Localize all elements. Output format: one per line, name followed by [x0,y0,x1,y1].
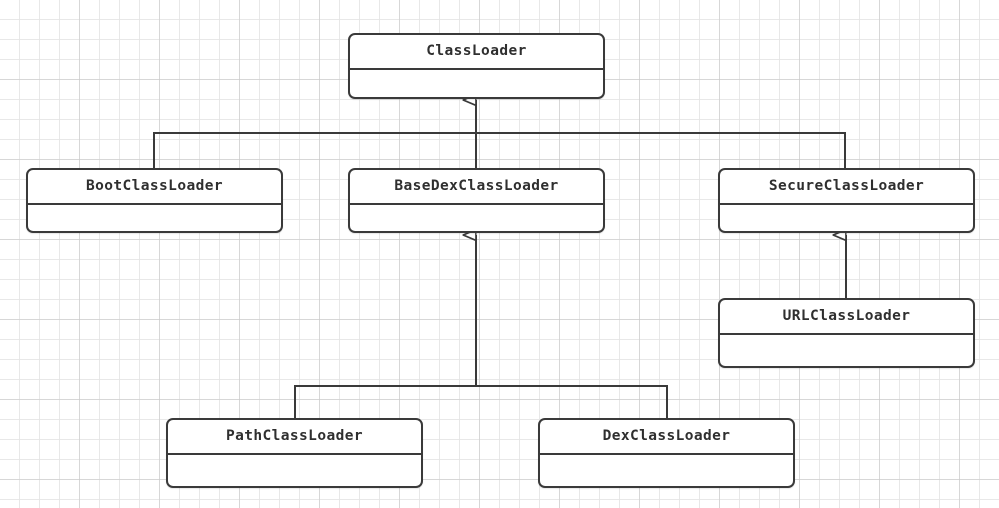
class-box-basedexclassloader[interactable]: BaseDexClassLoader [348,168,605,233]
class-box-bootclassloader[interactable]: BootClassLoader [26,168,283,233]
edge-pathclassloader-to-basedexclassloader [294,385,476,418]
class-members-urlclassloader [720,335,973,366]
edge-bootclassloader-to-classloader [153,132,476,168]
class-title-dexclassloader: DexClassLoader [540,420,793,455]
class-title-basedexclassloader: BaseDexClassLoader [350,170,603,205]
class-title-secureclassloader: SecureClassLoader [720,170,973,205]
class-title-classloader: ClassLoader [350,35,603,70]
class-members-classloader [350,70,603,97]
class-box-secureclassloader[interactable]: SecureClassLoader [718,168,975,233]
class-title-pathclassloader: PathClassLoader [168,420,421,455]
class-members-bootclassloader [28,205,281,231]
class-members-dexclassloader [540,455,793,486]
edge-secureclassloader-to-classloader [476,132,846,168]
edge-dexclassloader-to-basedexclassloader [476,385,668,418]
class-box-classloader[interactable]: ClassLoader [348,33,605,99]
class-title-urlclassloader: URLClassLoader [720,300,973,335]
class-box-urlclassloader[interactable]: URLClassLoader [718,298,975,368]
class-members-pathclassloader [168,455,421,486]
class-members-secureclassloader [720,205,973,231]
class-members-basedexclassloader [350,205,603,231]
class-box-pathclassloader[interactable]: PathClassLoader [166,418,423,488]
class-title-bootclassloader: BootClassLoader [28,170,281,205]
class-box-dexclassloader[interactable]: DexClassLoader [538,418,795,488]
